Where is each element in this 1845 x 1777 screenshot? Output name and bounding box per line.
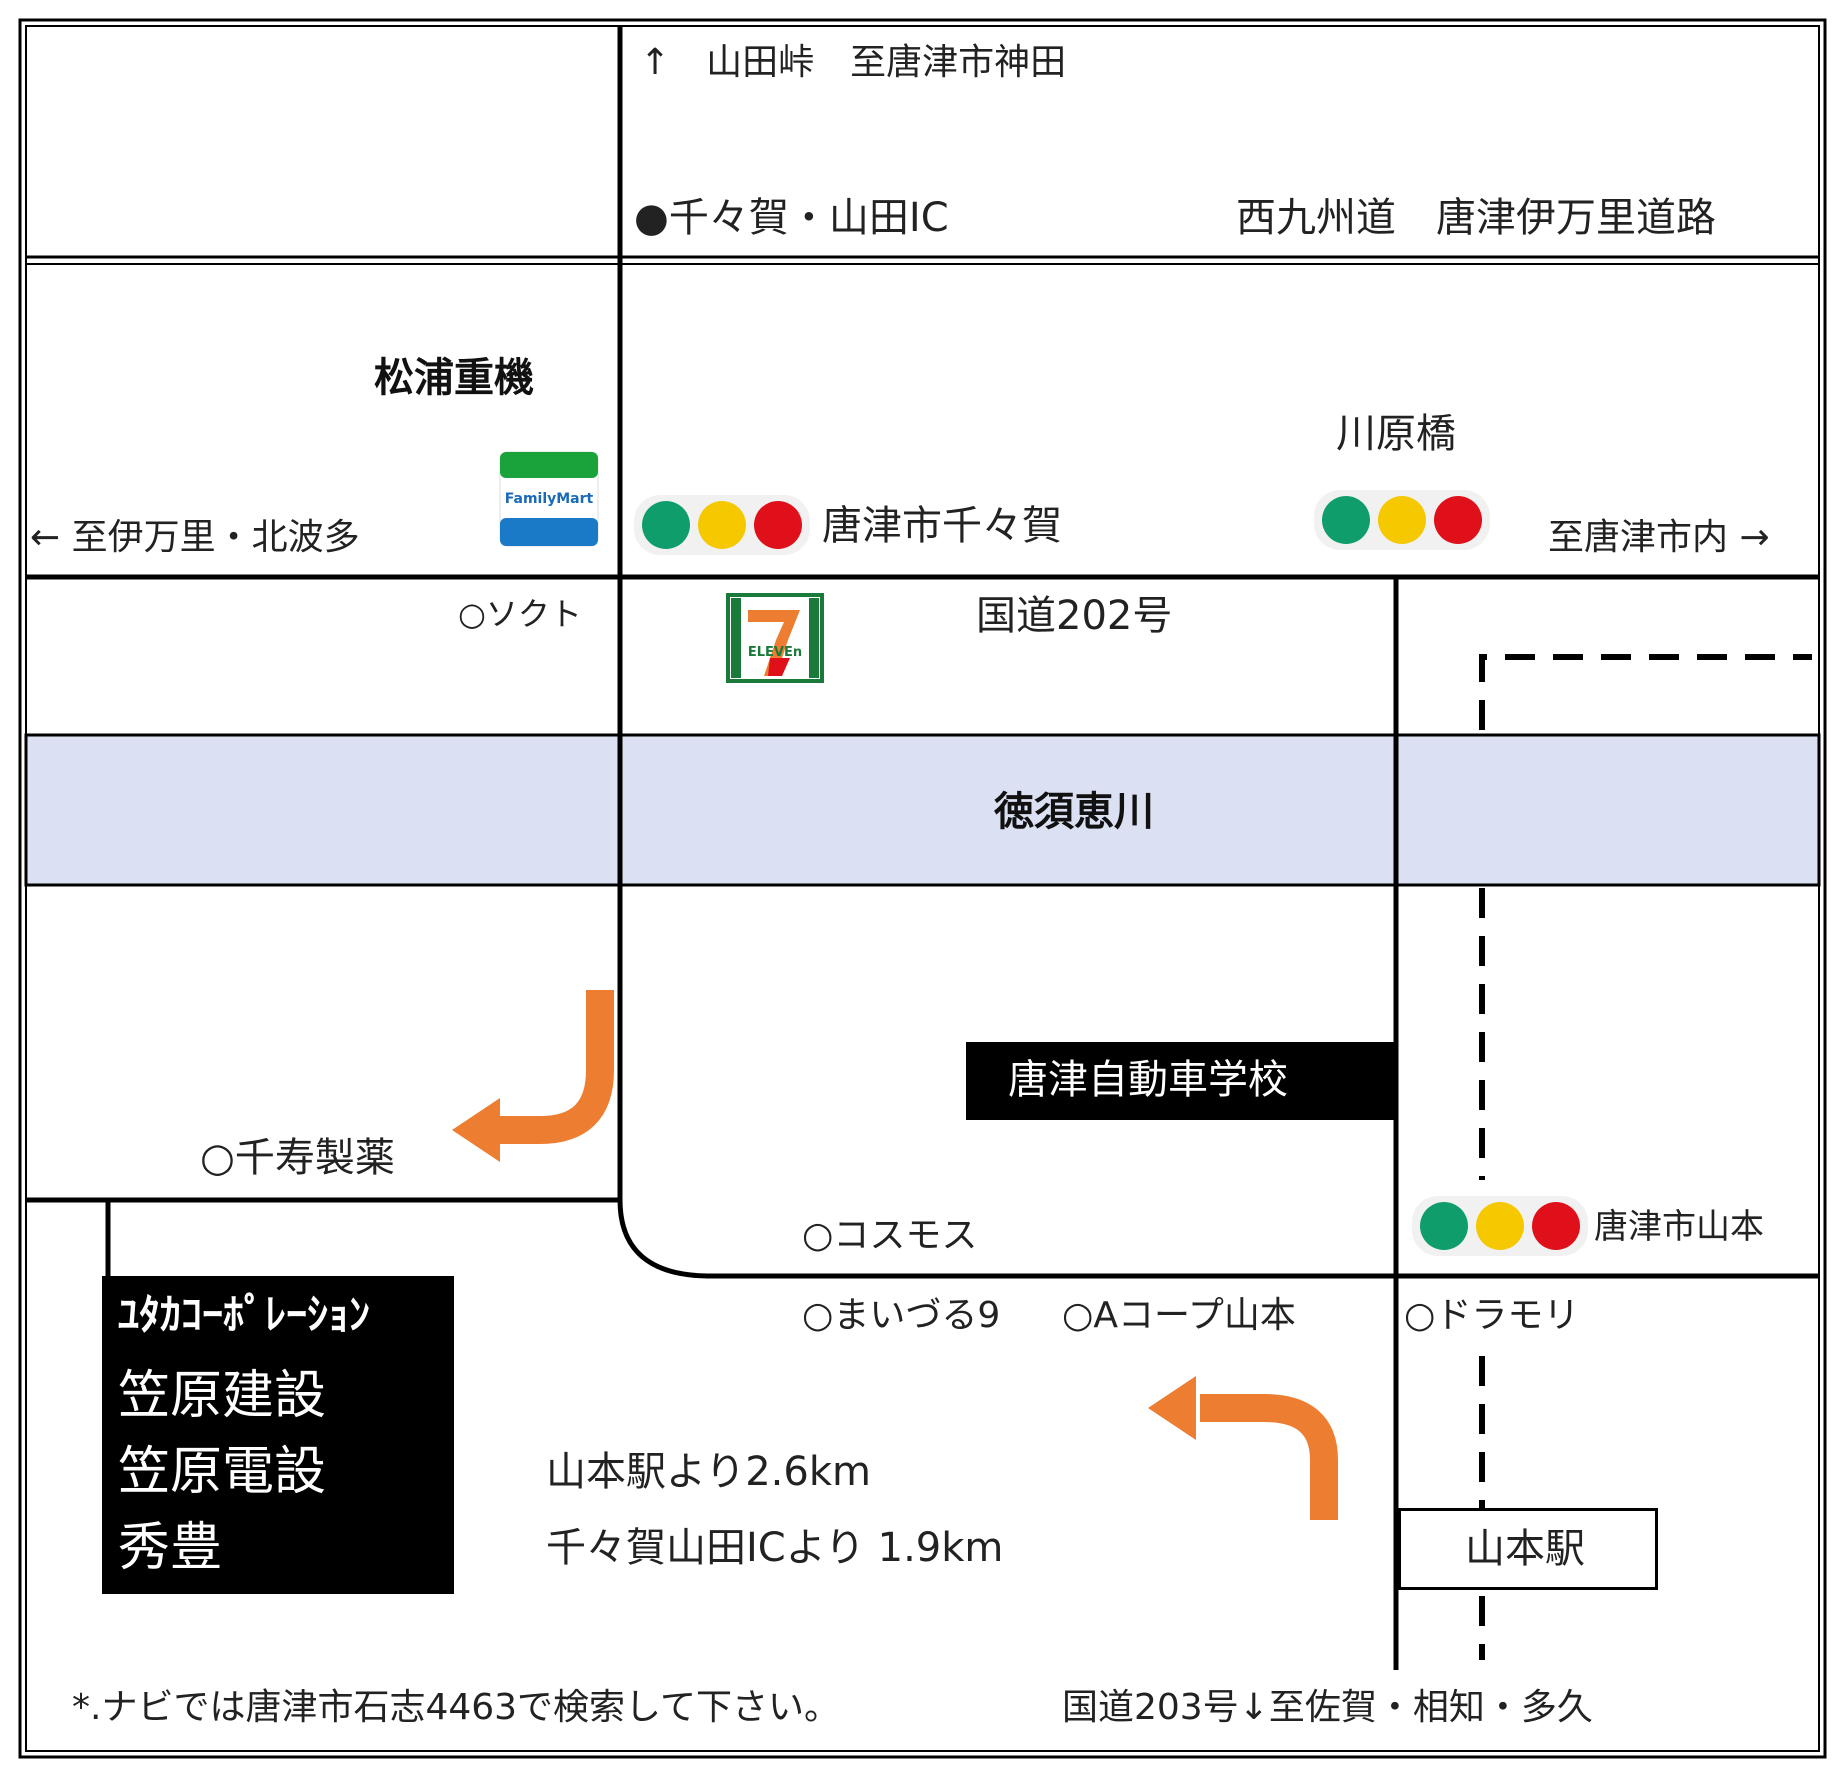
seven-eleven-text: ELEVEn: [748, 645, 802, 660]
company-name: 秀豊: [118, 1518, 223, 1578]
west-direction-label: ← 至伊万里・北波多: [30, 517, 360, 558]
station-box: 山本駅: [1398, 1508, 1658, 1590]
company-box: ﾕﾀｶｺｰﾎﾟﾚｰｼｮﾝ 笠原建設 笠原電設 秀豊: [102, 1276, 454, 1594]
railway-upper: [1479, 654, 1812, 730]
matsuura-label: 松浦重機: [374, 355, 534, 401]
expressway-label: 西九州道 唐津伊万里道路: [1236, 195, 1716, 241]
traffic-light-icon: [1314, 490, 1490, 550]
driving-school-label: 唐津自動車学校: [1008, 1057, 1288, 1103]
distance-from-station: 山本駅より2.6km: [546, 1449, 871, 1495]
route-203-label: 国道203号↓至佐賀・相知・多久: [1062, 1687, 1593, 1728]
traffic-light-icon: [1412, 1196, 1588, 1256]
inner-frame: [25, 25, 1820, 1752]
distance-from-ic: 千々賀山田ICより 1.9km: [546, 1525, 1004, 1571]
seven-eleven-logo-icon: ELEVEn: [726, 593, 824, 683]
chiga-signal-label: 唐津市千々賀: [822, 503, 1062, 549]
turn-arrow-icon: [1148, 1376, 1338, 1520]
familymart-logo-icon: FamilyMart: [499, 451, 599, 547]
sokuto-label: ○ソクト: [458, 595, 582, 633]
maizuru-label: ○まいづる9: [802, 1295, 1001, 1336]
station-label: 山本駅: [1465, 1526, 1585, 1572]
company-name: 笠原建設: [118, 1366, 327, 1426]
senju-label: ○千寿製薬: [200, 1135, 395, 1181]
company-name: ﾕﾀｶｺｰﾎﾟﾚｰｼｮﾝ: [118, 1290, 371, 1339]
curve-road: [617, 1199, 709, 1279]
navigation-note: *.ナビでは唐津市石志4463で検索して下さい。: [72, 1687, 840, 1728]
doramori-label: ○ドラモリ: [1404, 1295, 1580, 1336]
traffic-light-icon: [634, 495, 810, 555]
familymart-text: FamilyMart: [505, 491, 594, 507]
east-direction-label: 至唐津市内 →: [1548, 517, 1770, 558]
route-202-label: 国道202号: [976, 593, 1173, 639]
ic-label: ●千々賀・山田IC: [634, 195, 949, 241]
company-name: 笠原電設: [118, 1442, 327, 1502]
yamamoto-signal-label: 唐津市山本: [1594, 1207, 1764, 1247]
river-label: 徳須恵川: [994, 789, 1154, 835]
north-direction-label: ↑ 山田峠 至唐津市神田: [640, 42, 1067, 83]
acoop-label: ○Aコープ山本: [1062, 1295, 1296, 1336]
turn-arrow-icon: [452, 990, 614, 1162]
river: [24, 733, 1821, 887]
kawaharabashi-label: 川原橋: [1336, 411, 1456, 457]
outer-frame: [18, 18, 1827, 1759]
driving-school-box: 唐津自動車学校: [966, 1042, 1394, 1120]
cosmos-label: ○コスモス: [802, 1215, 978, 1256]
